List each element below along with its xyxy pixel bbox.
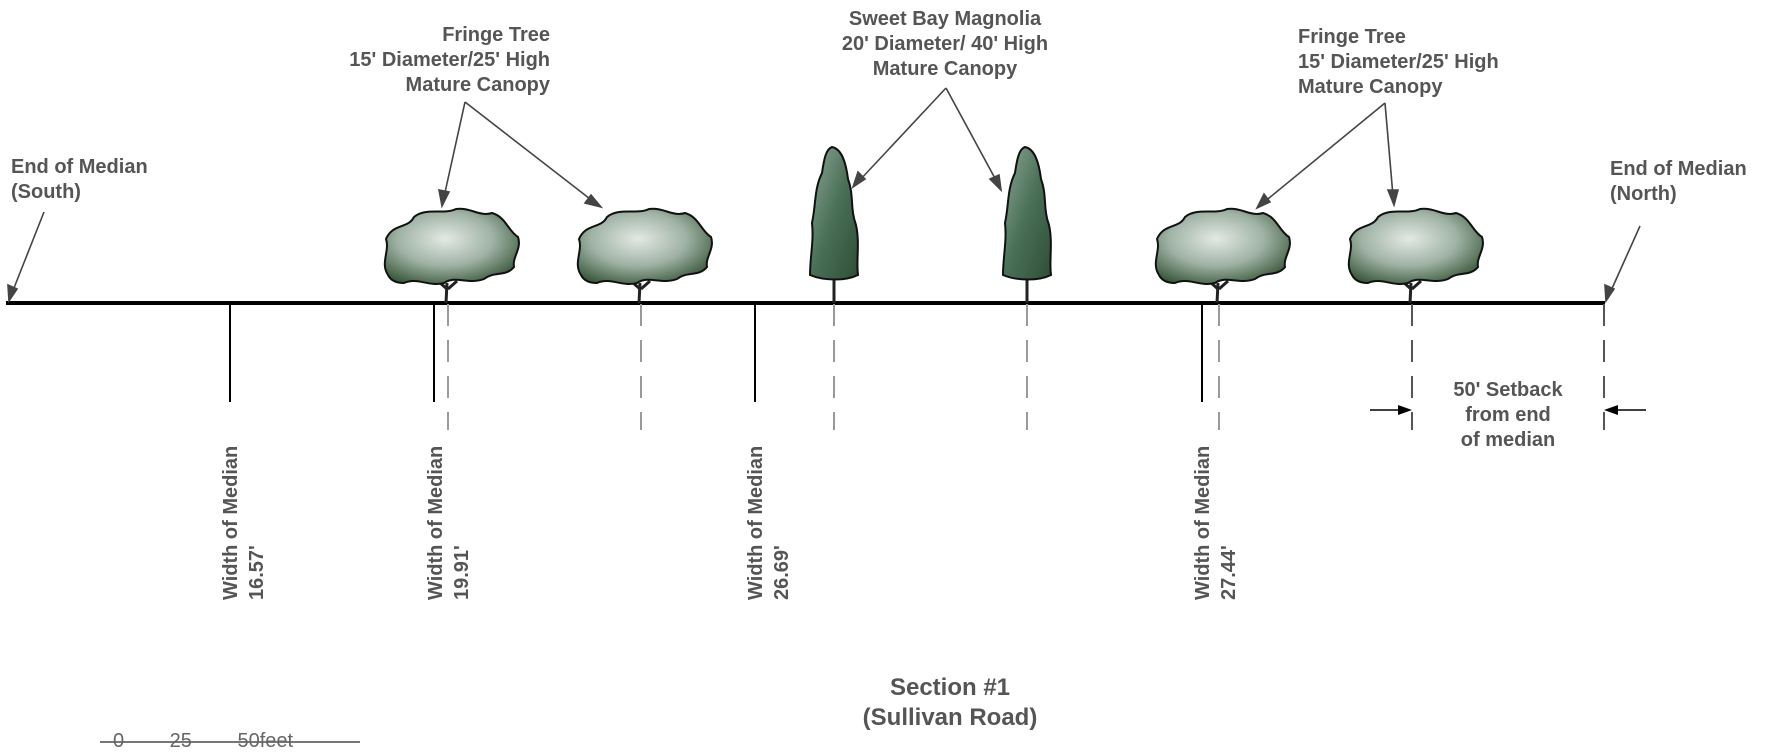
scale-text: 0 25 50feet (113, 730, 294, 752)
magnolia-tree-1 (808, 145, 860, 303)
fringe-tree-2 (576, 207, 713, 304)
tree-center-lines (447, 304, 1220, 430)
end-of-median-north-label: End of Median (North) (1610, 158, 1747, 205)
setback-label: 50' Setback from end of median (1453, 379, 1563, 451)
median-width-label-3: Width of Median 26.69' (745, 445, 793, 600)
magnolia-tree-2 (1001, 145, 1053, 303)
fringe-tree-right-label: Fringe Tree 15' Diameter/25' High Mature… (1298, 26, 1499, 98)
median-width-label-2: Width of Median 19.91' (425, 445, 473, 600)
fringe-tree-3 (1154, 207, 1291, 304)
setback-lines (1411, 304, 1605, 430)
setback-arrow-left (1370, 405, 1412, 415)
section-title: Section #1 (Sullivan Road) (862, 674, 1038, 731)
fringe-tree-4 (1347, 207, 1484, 304)
median-width-label-1: Width of Median 16.57' (220, 445, 268, 600)
fringe-tree-left-label: Fringe Tree 15' Diameter/25' High Mature… (349, 24, 550, 96)
leader-arrows (7, 87, 1641, 304)
fringe-tree-1 (383, 207, 520, 304)
setback-arrow-right (1604, 405, 1646, 415)
sweet-bay-magnolia-label: Sweet Bay Magnolia 20' Diameter/ 40' Hig… (841, 8, 1049, 80)
median-width-label-4: Width of Median 27.44' (1192, 445, 1240, 600)
end-of-median-south-label: End of Median (South) (11, 156, 148, 203)
